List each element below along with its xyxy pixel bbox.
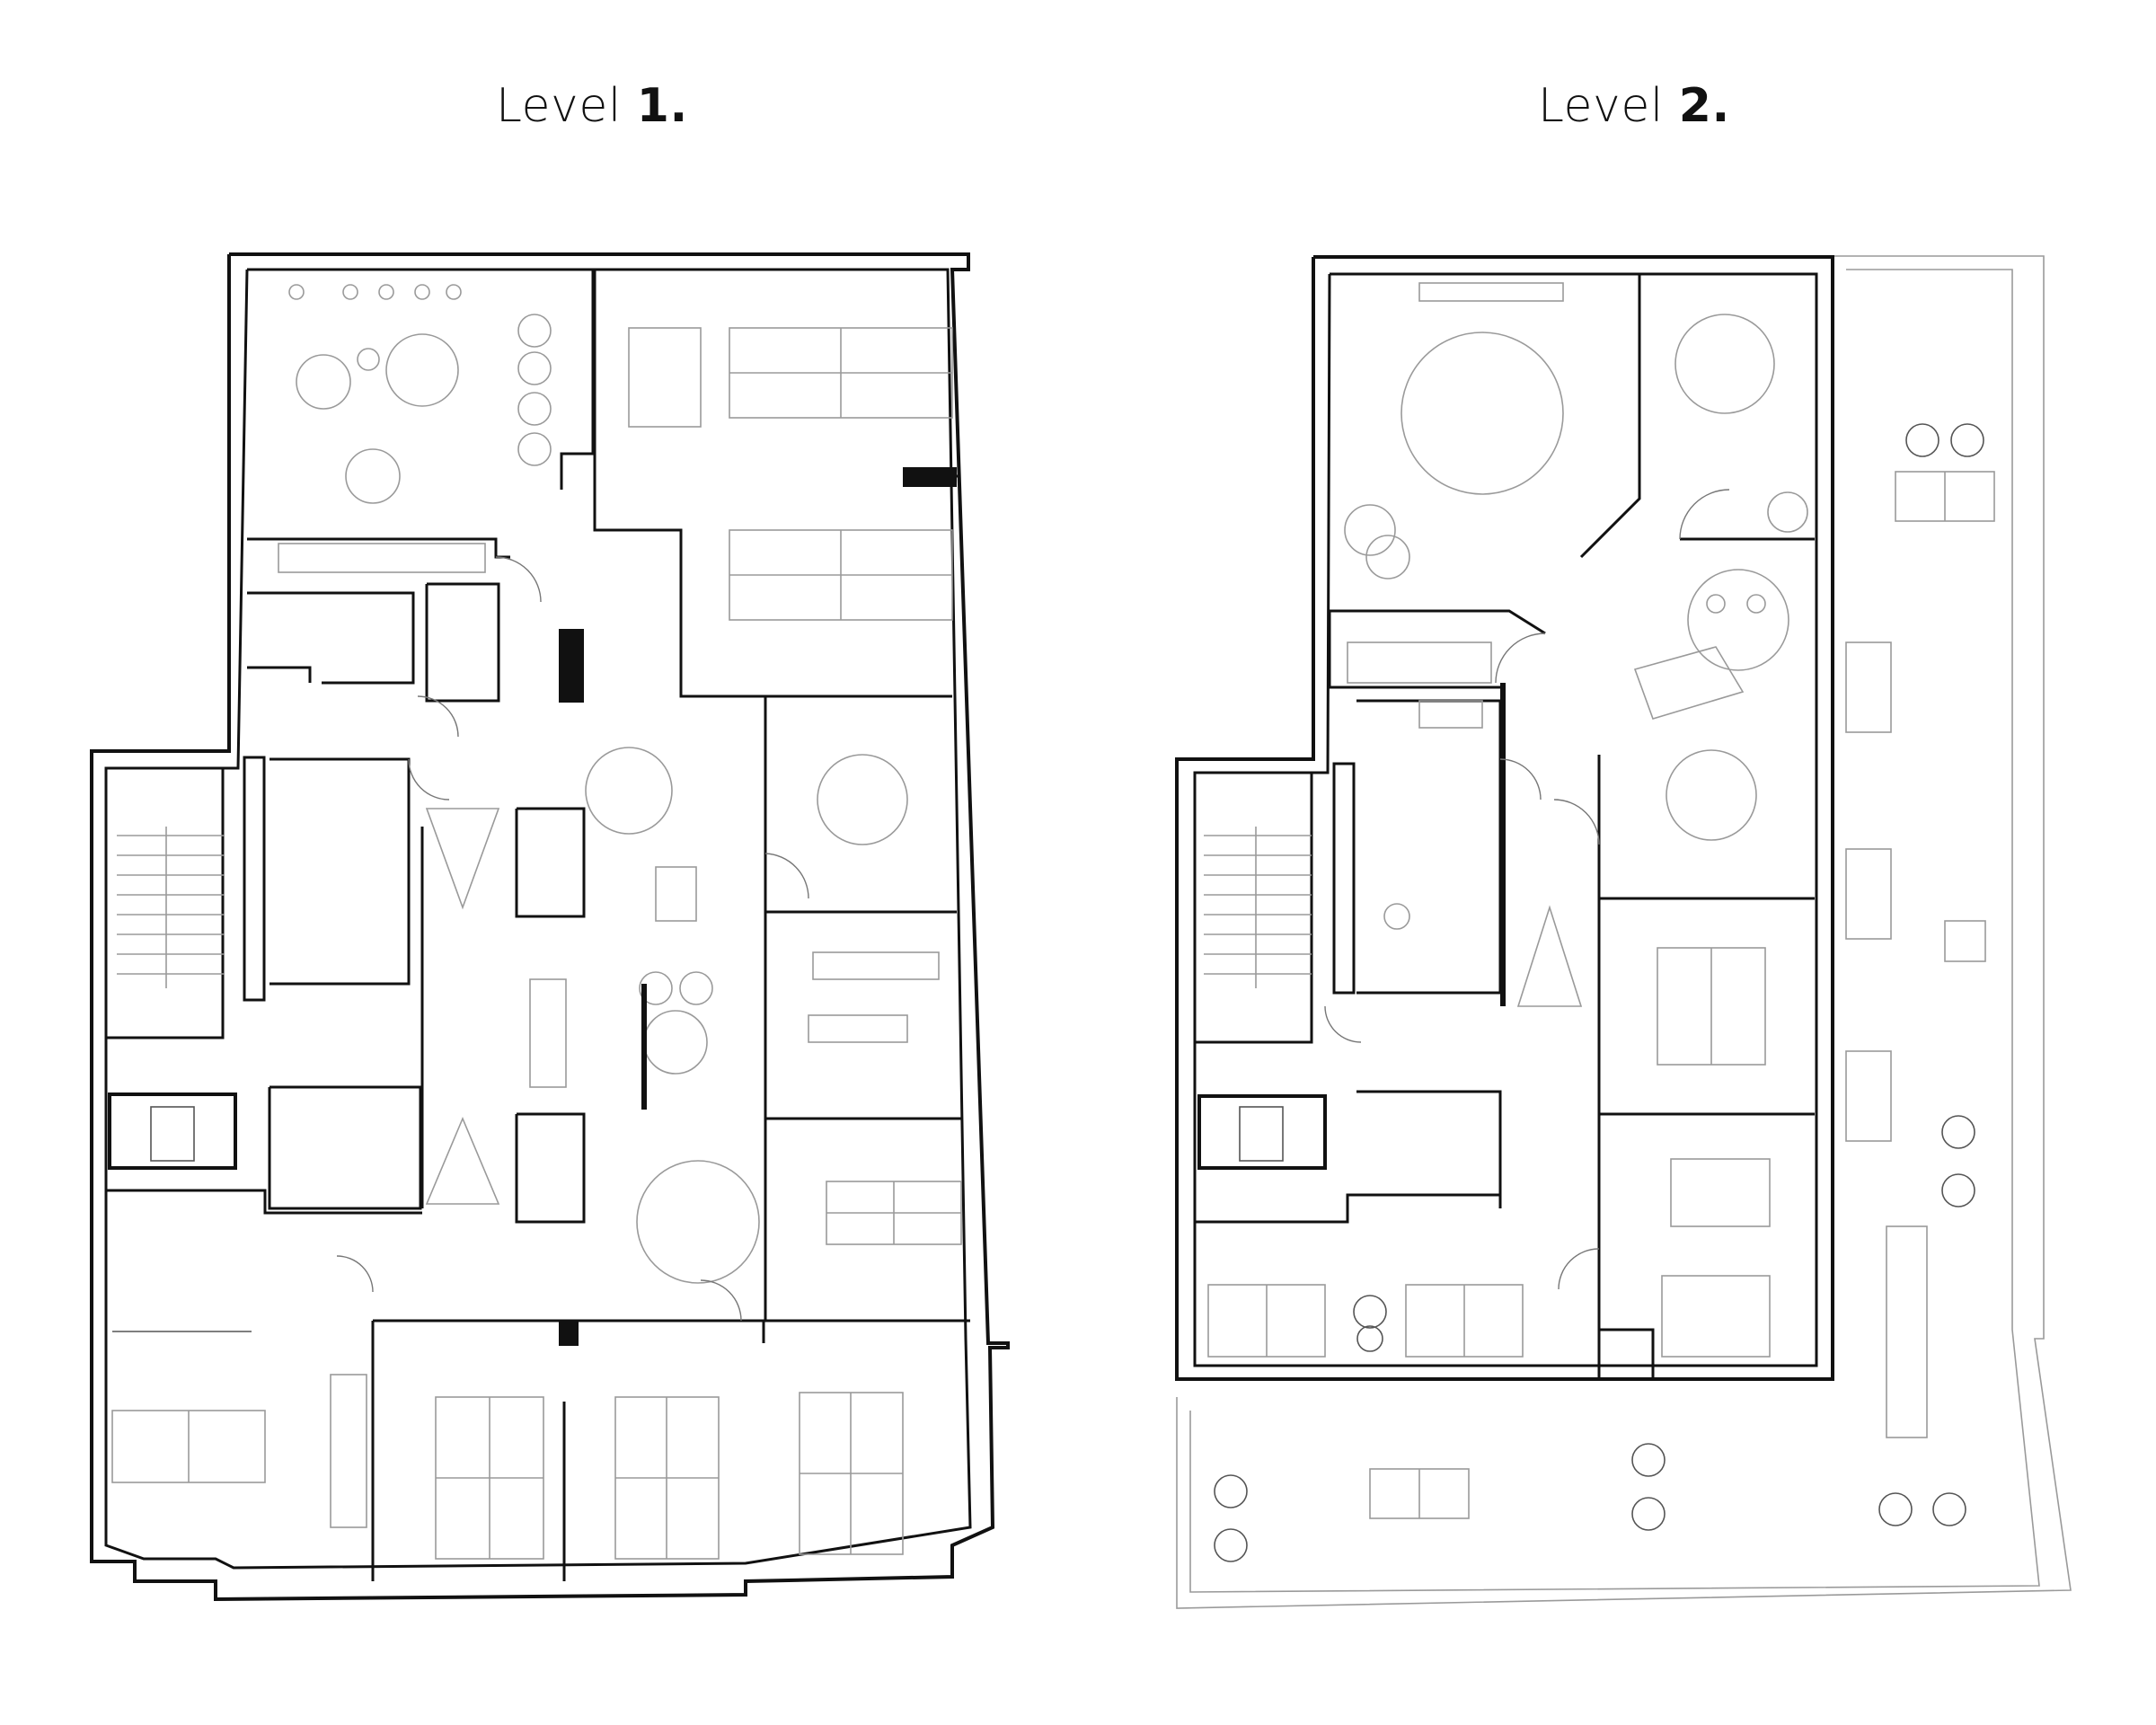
level-2-shaft (1332, 762, 1356, 995)
level-2-outer-wall (1175, 255, 1834, 1381)
level-2-stair-steps (1204, 827, 1312, 988)
level-1-title-number: 1. (636, 79, 688, 133)
level-1-meeting-pod-a (515, 807, 586, 918)
level-2-slatted-wall (1500, 683, 1506, 1006)
level-2-corridor-furniture (1516, 905, 1583, 1007)
level-2-elevator (1197, 1094, 1327, 1170)
level-1-toilet-wall-b (247, 666, 312, 683)
level-2-toilet-fixtures (1347, 641, 1492, 930)
level-1-bench (641, 984, 647, 1110)
level-2-title: Level 2. (1538, 79, 1730, 133)
level-1-riser (425, 582, 500, 703)
level-2-terrace-outline (1176, 255, 2072, 1609)
level-2-room-a (1597, 755, 1815, 900)
level-1-column-b (903, 467, 957, 487)
level-1-column-c (559, 1321, 579, 1346)
level-1-title-prefix: Level (496, 79, 637, 133)
level-1-lounge-wall (247, 537, 510, 559)
level-1-desk-cluster-bottom-left (111, 1374, 367, 1528)
level-1-toilet-wall-c (270, 757, 411, 986)
level-1-counter (559, 629, 584, 703)
level-1-stair-steps (117, 827, 225, 988)
level-2-planter-icons (1214, 423, 1984, 1562)
level-2-bottom-band (1195, 1193, 1502, 1224)
level-2-plan (1175, 255, 2072, 1609)
level-2-storage-b (1356, 1090, 1502, 1195)
level-2-room-b (1597, 898, 1815, 1116)
level-1-desk-cluster-top (628, 327, 953, 621)
level-2-boardroom-wall (1330, 609, 1546, 635)
level-1-outer-wall (90, 252, 1010, 1602)
level-1-room-furniture (808, 754, 962, 1245)
level-2-boardroom-furniture (1344, 282, 1564, 579)
level-2-lounge-furniture (1633, 569, 1789, 720)
level-1-lounge-partition (560, 270, 595, 490)
level-1-storage (268, 1085, 422, 1210)
level-2-doors (1324, 489, 1730, 1290)
level-1-stair-core (104, 766, 225, 1039)
level-2-small-room-furniture (1674, 314, 1808, 533)
level-1-desk-cluster-bottom (435, 1392, 904, 1560)
level-1-doors (336, 556, 809, 1322)
level-1-meeting-pod-b (515, 1112, 586, 1224)
level-2-elevator-car (1239, 1106, 1284, 1162)
level-2-title-prefix: Level (1538, 79, 1679, 133)
level-2-inner-wall (1193, 272, 1818, 1367)
level-1-room-c (764, 1119, 970, 1322)
level-2-desk-cluster (1207, 1284, 1524, 1358)
level-2-boardroom-partition (1579, 274, 1641, 559)
level-1-shaft (243, 756, 266, 1002)
level-1-open-office-wall (593, 270, 765, 698)
level-1-lounge-furniture (278, 284, 552, 573)
level-1-plan (90, 252, 1010, 1602)
level-2-title-number: 2. (1678, 79, 1730, 133)
level-1-elevator-car (150, 1106, 195, 1162)
level-1-room-a (764, 696, 957, 914)
level-2-room-furniture (1657, 749, 1771, 1358)
level-1-core-furniture (425, 747, 760, 1284)
level-2-terrace-furniture (1369, 471, 1995, 1519)
level-1-elevator (108, 1092, 237, 1170)
level-2-storage (1597, 1328, 1655, 1381)
level-2-stair-core (1193, 771, 1313, 1044)
level-2-terrace-inner (1189, 269, 2040, 1593)
level-2-toilet-block (1356, 699, 1502, 995)
level-1-title: Level 1. (496, 79, 688, 133)
level-1-partition-b (373, 1319, 765, 1343)
level-1-bottom-band (106, 1189, 422, 1215)
level-1-toilet-wall-a (247, 591, 415, 685)
level-2-service-room (1328, 611, 1500, 689)
